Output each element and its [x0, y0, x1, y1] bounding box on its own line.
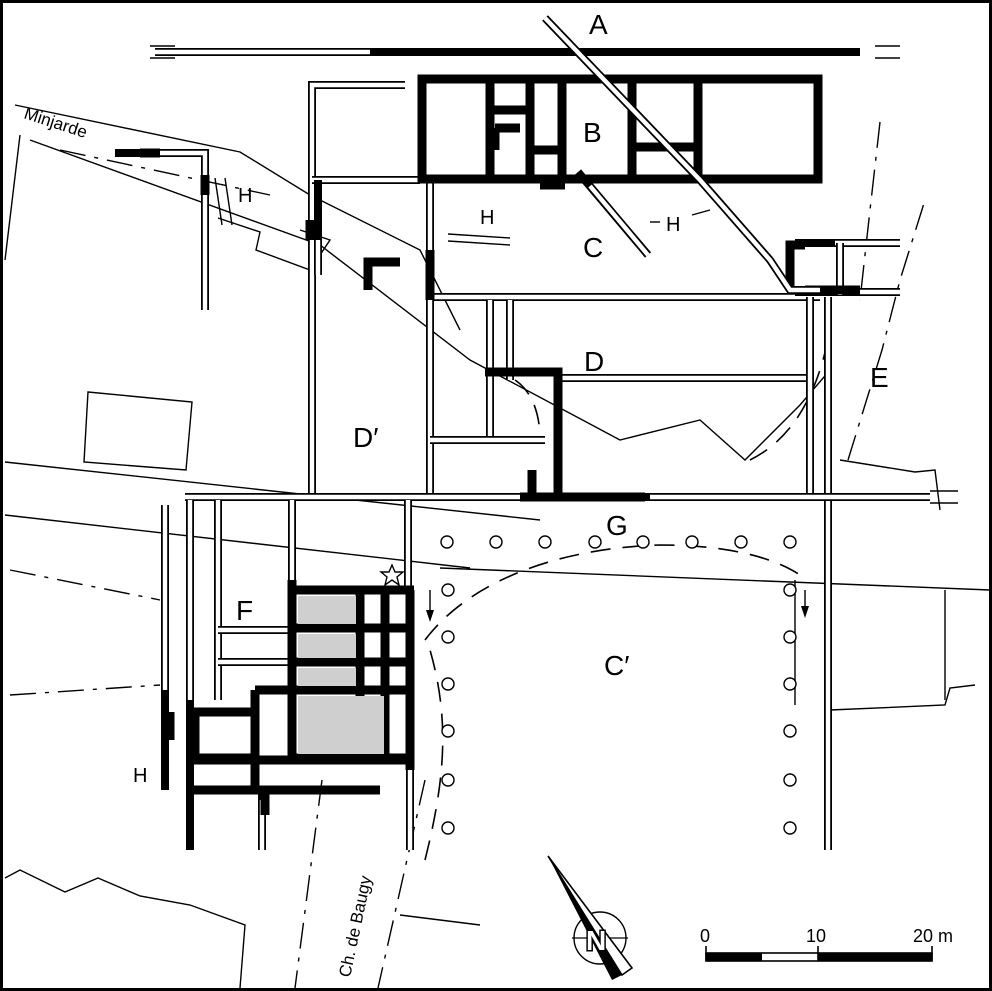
north-arrow-icon: N: [547, 855, 634, 980]
label-c: C: [583, 232, 603, 263]
scale-bar: 0 10 20 m: [700, 926, 953, 962]
label-f: F: [236, 595, 253, 626]
label-g: G: [606, 510, 628, 541]
label-e: E: [870, 362, 889, 393]
street-minjarde: Minjarde: [22, 104, 90, 142]
scale-tick-10: 10: [806, 926, 826, 946]
hatched-rooms: [298, 596, 384, 754]
scale-tick-0: 0: [700, 926, 710, 946]
portico-columns: [440, 535, 797, 835]
double-line-walls: [115, 45, 958, 850]
reconstructed-lines: [9, 149, 829, 989]
solid-walls: [140, 74, 860, 815]
scale-tick-20m: 20 m: [913, 926, 953, 946]
street-baugy: Ch. de Baugy: [335, 874, 375, 979]
label-h-minjarde: H: [238, 185, 252, 207]
label-h-west: H: [133, 765, 147, 787]
star-marker-icon: [379, 563, 405, 587]
north-letter: N: [586, 925, 606, 956]
label-h-aqueduct: H: [666, 214, 680, 236]
label-d: D: [584, 346, 604, 377]
label-a: A: [589, 9, 608, 40]
label-b: B: [583, 117, 602, 148]
label-c-prime: C′: [604, 650, 629, 681]
label-d-prime: D′: [353, 422, 378, 453]
flow-arrows: [426, 590, 809, 622]
aqueduct-h: [214, 15, 820, 294]
label-h-courtyard: H: [480, 207, 494, 229]
